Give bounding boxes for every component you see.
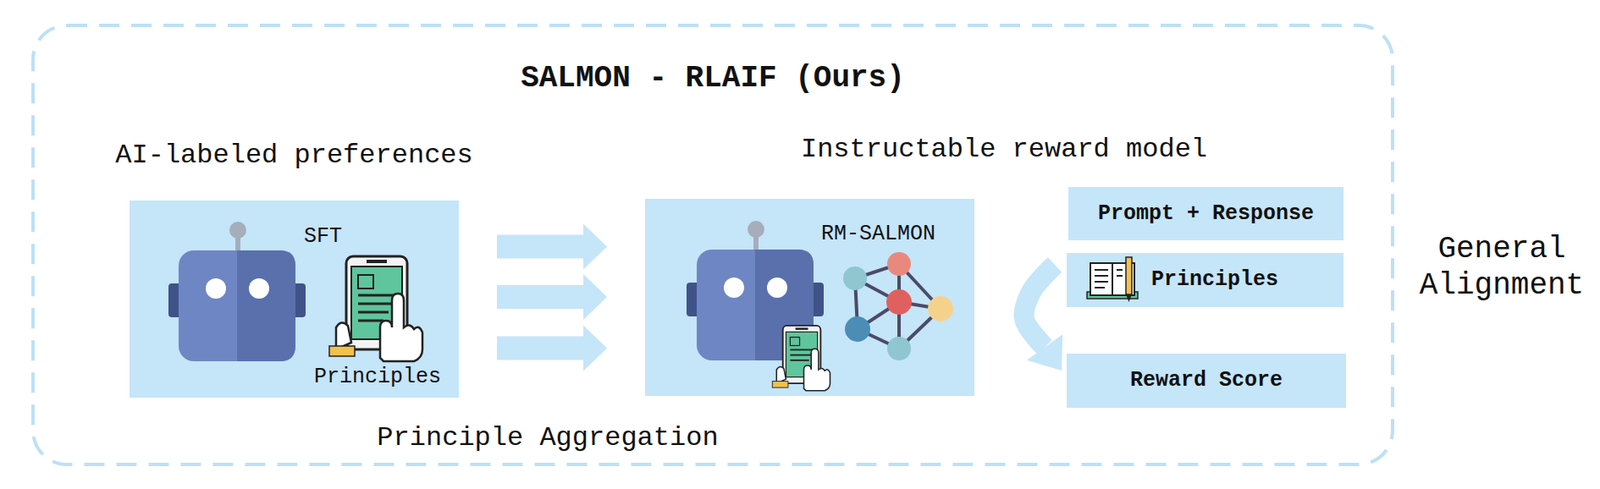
block-arrow [496,325,607,371]
box-label: Principles [1151,267,1279,293]
curved-arrow-shaft [1024,264,1055,348]
dashed-region: AI-labeled preferencesSFT Principles [30,22,1396,468]
dashed-outline [33,25,1393,465]
arrow-head [1026,334,1063,371]
network-icon [843,252,954,361]
curved-arrow [1024,264,1064,371]
book-icon [1086,257,1138,303]
tablet-icon [772,325,830,392]
input-box: Principles [1066,253,1344,308]
input-box: Prompt + Response [1068,187,1344,241]
side-label: General Alignment [1415,231,1589,304]
model-label: RM-SALMON [821,221,936,248]
block-arrow [496,224,607,271]
heading-text: AI-labeled preferences [115,139,473,172]
block-arrow [496,224,607,372]
robot-icon [168,221,306,362]
icon-caption: Principles [314,364,442,391]
output-box: Reward Score [1066,353,1347,409]
title-text: SALMON - RLAIF (Ours) [520,60,905,97]
book-icon [1066,253,1152,308]
tablet-icon [329,256,423,362]
panel-box: AI-labeled preferencesSFTPrinciples [129,200,459,398]
panel-box: RM-SALMON [645,198,975,397]
model-label: SFT [303,224,343,250]
heading-label: Instructable reward model [800,133,1208,166]
block-arrow [496,274,607,320]
box-label: Reward Score [1130,368,1283,394]
caption-label: Principle Aggregation [376,422,718,455]
box-label: Prompt + Response [1097,201,1314,227]
